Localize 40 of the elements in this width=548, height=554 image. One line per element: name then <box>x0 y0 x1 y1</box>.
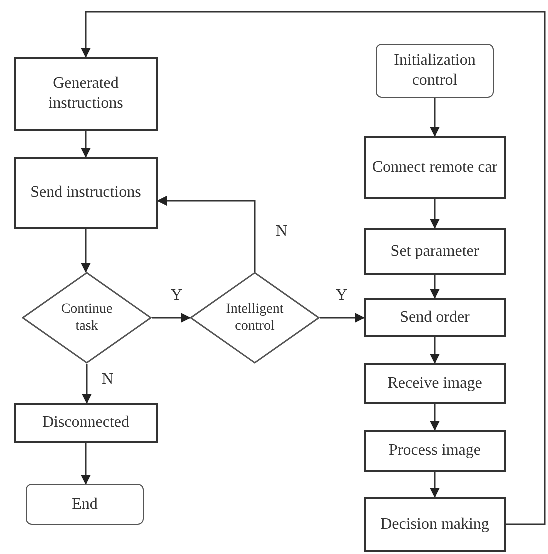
arrow <box>81 229 91 273</box>
process-box <box>364 430 506 472</box>
arrow <box>81 443 91 485</box>
node-label: Send order <box>399 308 471 328</box>
terminal-box <box>26 484 144 525</box>
arrow <box>157 196 256 272</box>
process-box <box>364 497 506 552</box>
terminal-box <box>376 44 494 98</box>
node-label: Process image <box>388 441 482 461</box>
decision-diamond <box>190 272 320 364</box>
arrow <box>430 337 440 364</box>
process-box <box>364 136 506 199</box>
node-label: Continue task <box>60 300 114 336</box>
decision-diamond <box>22 272 152 364</box>
arrow <box>430 472 440 498</box>
arrow <box>81 11 546 526</box>
node-label: Initialization control <box>393 51 477 91</box>
process-box <box>14 403 158 443</box>
node-label: Intelligent control <box>225 300 285 336</box>
arrow <box>320 313 365 323</box>
process-box <box>14 157 158 229</box>
arrow <box>82 364 92 404</box>
node-label: End <box>71 494 99 514</box>
process-box <box>364 228 506 275</box>
node-label: Decision making <box>380 514 490 534</box>
node-label: Set parameter <box>390 242 480 262</box>
arrow <box>430 199 440 229</box>
arrow <box>152 313 191 323</box>
node-label: Generated instructions <box>48 74 124 114</box>
node-label: Receive image <box>386 374 484 394</box>
arrow <box>81 131 91 158</box>
process-box <box>364 298 506 337</box>
process-box <box>364 363 506 404</box>
arrow <box>430 404 440 431</box>
node-label: Connect remote car <box>371 158 499 178</box>
node-label: Send instructions <box>30 183 142 203</box>
arrow <box>430 98 440 137</box>
arrow <box>430 275 440 299</box>
node-label: Disconnected <box>41 413 131 433</box>
process-box <box>14 57 158 131</box>
